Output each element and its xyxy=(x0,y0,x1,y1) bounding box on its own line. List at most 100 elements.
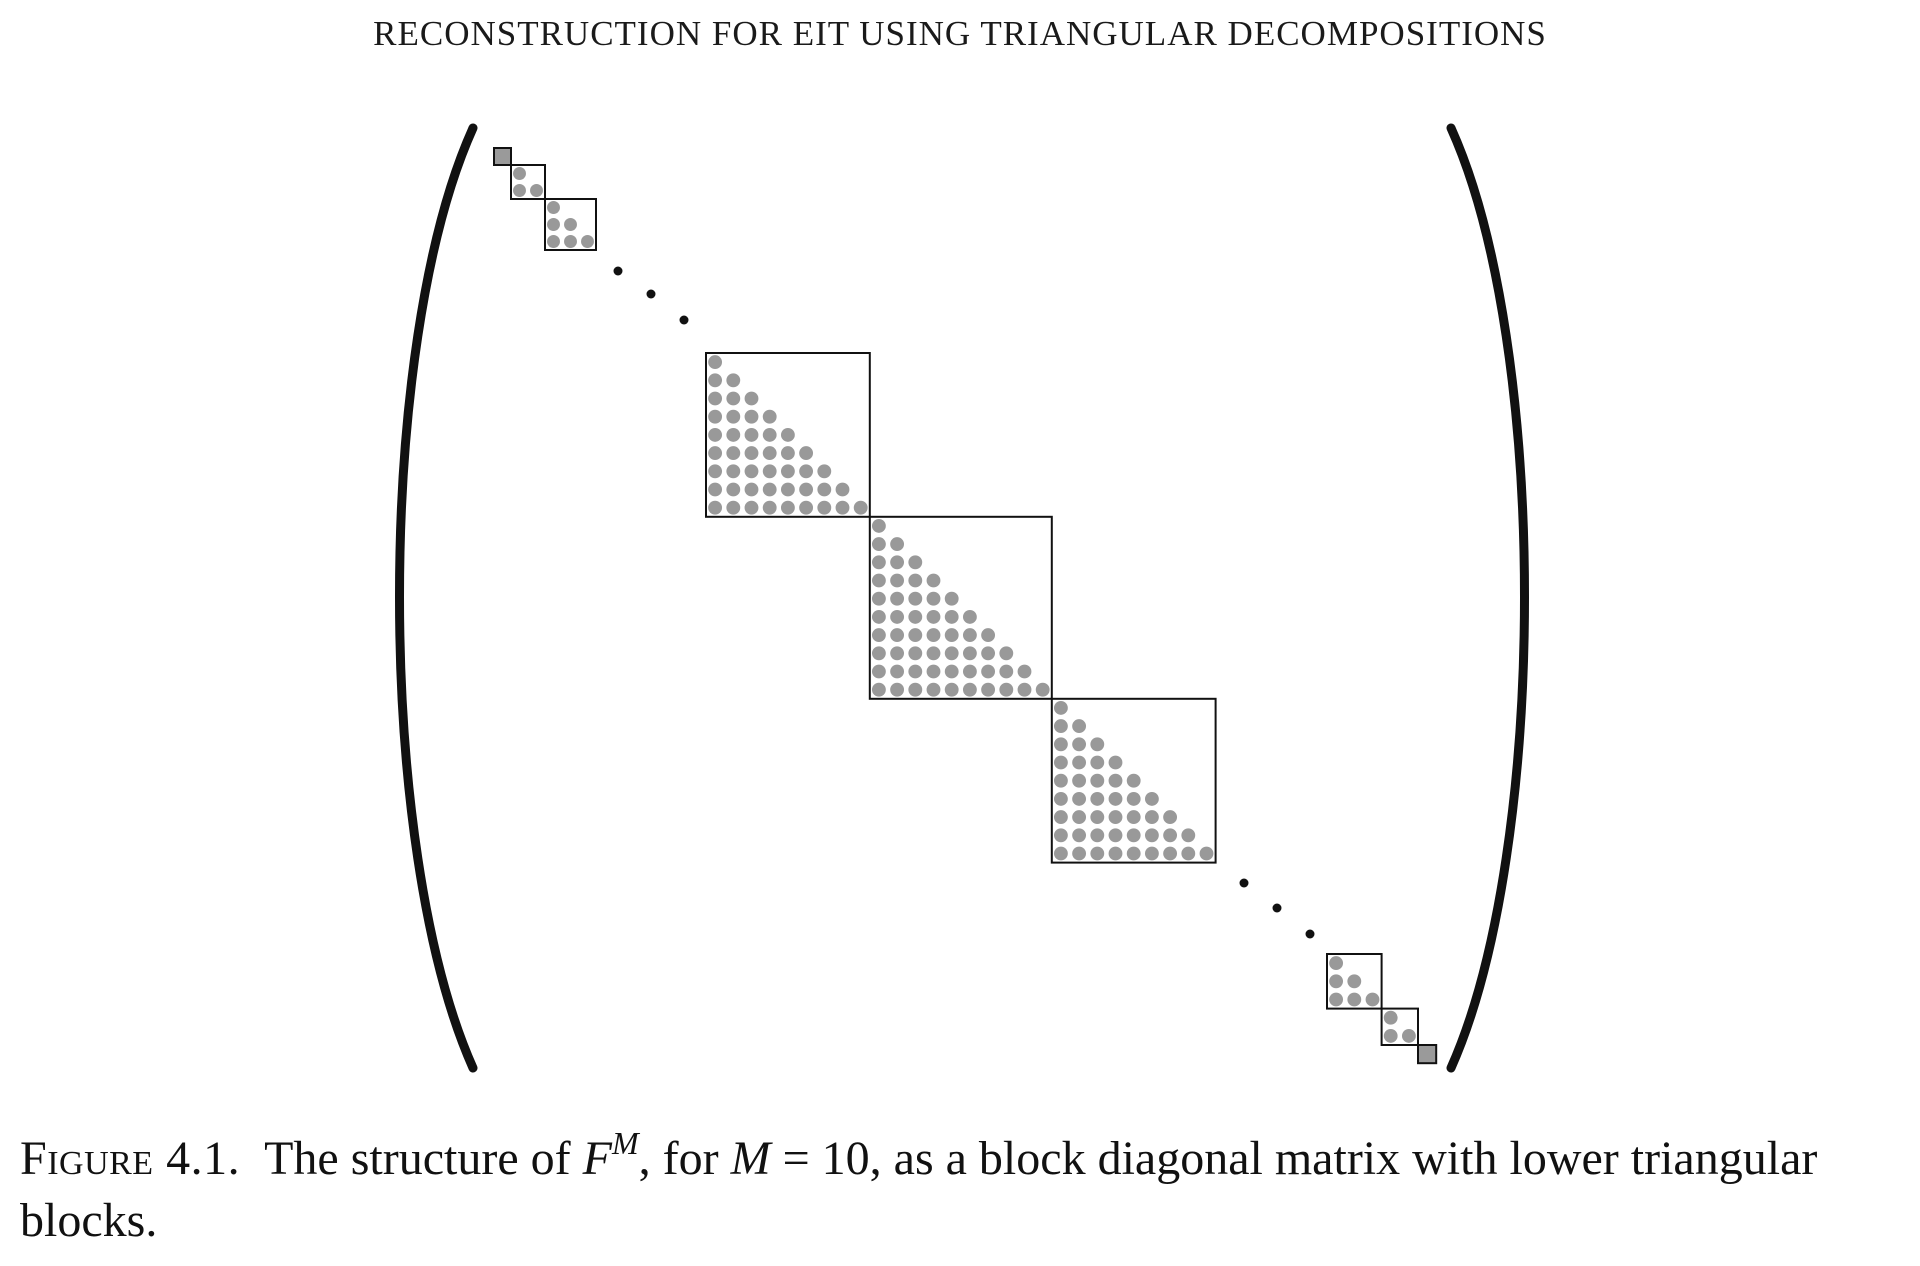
ellipsis-dot xyxy=(679,315,689,325)
ellipsis-layer xyxy=(613,266,1315,939)
nonzero-entry xyxy=(908,573,923,588)
nonzero-entry xyxy=(1108,791,1123,806)
nonzero-entry xyxy=(1053,719,1068,734)
nonzero-entry xyxy=(962,628,977,643)
nonzero-entry xyxy=(890,664,905,679)
nonzero-entry xyxy=(944,664,959,679)
nonzero-entry xyxy=(1072,846,1087,861)
nonzero-entry xyxy=(1365,992,1380,1007)
nonzero-entry xyxy=(1053,737,1068,752)
middle-block-1 xyxy=(705,352,871,518)
nonzero-entry xyxy=(871,518,886,533)
nonzero-entry xyxy=(1144,810,1159,825)
nonzero-entry xyxy=(1017,682,1032,697)
nonzero-entry xyxy=(726,409,741,424)
nonzero-entry xyxy=(726,500,741,515)
nonzero-entry xyxy=(1347,992,1362,1007)
nonzero-entry xyxy=(744,391,759,406)
block-border xyxy=(705,352,871,518)
nonzero-entry xyxy=(564,235,577,248)
nonzero-entry xyxy=(1072,791,1087,806)
nonzero-entry xyxy=(780,427,795,442)
nonzero-entry xyxy=(1126,846,1141,861)
nonzero-entry xyxy=(1126,828,1141,843)
nonzero-entry xyxy=(762,482,777,497)
nonzero-entry xyxy=(799,482,814,497)
nonzero-entry xyxy=(762,427,777,442)
nonzero-entry xyxy=(817,482,832,497)
nonzero-entry xyxy=(962,664,977,679)
nonzero-entry xyxy=(1144,846,1159,861)
nonzero-entry xyxy=(1163,810,1178,825)
nonzero-entry xyxy=(1072,773,1087,788)
nonzero-entry xyxy=(926,646,941,661)
caption-superscript-m: M xyxy=(611,1125,639,1161)
nonzero-entry xyxy=(1053,810,1068,825)
nonzero-entry xyxy=(999,646,1014,661)
nonzero-entry xyxy=(1181,828,1196,843)
nonzero-entry xyxy=(744,482,759,497)
nonzero-entry xyxy=(871,555,886,570)
nonzero-entry xyxy=(1108,755,1123,770)
figure-label: Figure 4.1. xyxy=(20,1132,241,1185)
figure-caption: Figure 4.1. The structure of FM, for M =… xyxy=(20,1125,1910,1252)
nonzero-entry xyxy=(581,235,594,248)
block-border xyxy=(510,164,546,200)
nonzero-entry xyxy=(871,628,886,643)
nonzero-entry xyxy=(962,646,977,661)
nonzero-entry xyxy=(708,373,723,388)
nonzero-entry xyxy=(835,482,850,497)
nonzero-entry xyxy=(1072,737,1087,752)
nonzero-entry xyxy=(908,646,923,661)
nonzero-entry xyxy=(871,646,886,661)
nonzero-entry xyxy=(1072,810,1087,825)
nonzero-entry xyxy=(513,184,526,197)
nonzero-entry xyxy=(726,391,741,406)
caption-text-2: , for xyxy=(638,1132,731,1185)
nonzero-entry xyxy=(1072,719,1087,734)
nonzero-entry xyxy=(708,409,723,424)
nonzero-entry xyxy=(780,500,795,515)
nonzero-entry xyxy=(871,682,886,697)
nonzero-entry xyxy=(1090,846,1105,861)
nonzero-entry xyxy=(744,409,759,424)
middle-block-2 xyxy=(868,515,1053,700)
nonzero-entry xyxy=(1401,1028,1416,1043)
nonzero-entry xyxy=(1347,974,1362,989)
nonzero-entry xyxy=(944,628,959,643)
nonzero-entry xyxy=(981,646,996,661)
nonzero-entry xyxy=(726,482,741,497)
ellipsis-dot xyxy=(1305,929,1315,939)
nonzero-entry xyxy=(926,664,941,679)
nonzero-entry xyxy=(908,628,923,643)
nonzero-entry xyxy=(1108,828,1123,843)
nonzero-entry xyxy=(1126,810,1141,825)
nonzero-entry xyxy=(547,235,560,248)
blocks-layer xyxy=(493,147,1438,1065)
block-border xyxy=(1380,1007,1419,1046)
nonzero-entry xyxy=(762,446,777,461)
nonzero-entry xyxy=(926,609,941,624)
block-border xyxy=(868,515,1053,700)
nonzero-entry xyxy=(762,409,777,424)
nonzero-entry xyxy=(762,464,777,479)
nonzero-entry xyxy=(1108,773,1123,788)
nonzero-entry xyxy=(853,500,868,515)
nonzero-entry xyxy=(871,664,886,679)
nonzero-entry xyxy=(962,609,977,624)
nonzero-entry xyxy=(1053,828,1068,843)
caption-text-1: The structure of xyxy=(264,1132,583,1185)
nonzero-entry xyxy=(708,482,723,497)
nonzero-entry xyxy=(726,373,741,388)
nonzero-entry xyxy=(817,500,832,515)
nonzero-entry xyxy=(762,500,777,515)
nonzero-entry xyxy=(780,464,795,479)
nonzero-entry xyxy=(1090,773,1105,788)
nonzero-entry xyxy=(1017,664,1032,679)
caption-text-3: = 10, as a block diagonal matrix with lo… xyxy=(20,1132,1818,1247)
middle-block-3 xyxy=(1050,697,1217,864)
bottom-block-1 xyxy=(1326,953,1383,1010)
nonzero-entry xyxy=(999,682,1014,697)
nonzero-entry xyxy=(547,218,560,231)
